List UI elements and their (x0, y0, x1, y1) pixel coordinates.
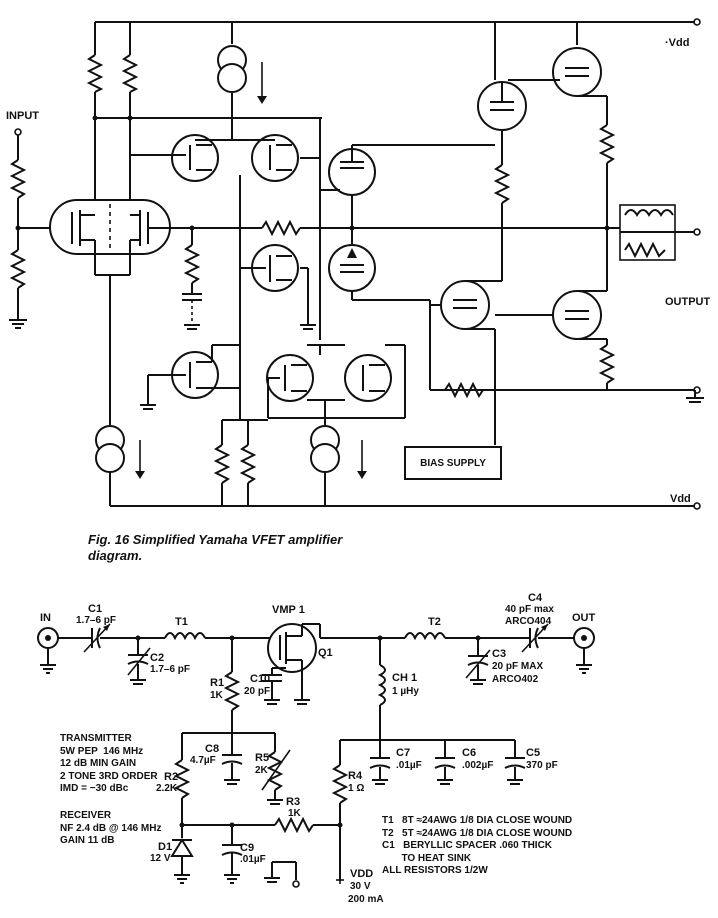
c2-value: 1.7–6 pF (150, 664, 191, 675)
vmp1-label: VMP 1 (272, 604, 305, 616)
c7-label: C7 (396, 747, 411, 759)
c9-value: .01µF (240, 854, 266, 865)
c1-label: C1 (88, 603, 103, 615)
c4-value-2: ARCO404 (505, 616, 552, 627)
t1-label: T1 (175, 616, 188, 628)
r1-value: 1K (210, 690, 223, 701)
d1-label: D1 (158, 841, 173, 853)
r5-label: R5 (255, 752, 270, 764)
component-notes: T1 8T ≈24AWG 1/8 DIA CLOSE WOUND T2 5T ≈… (382, 815, 573, 876)
vdd-top-label: ·Vdd (665, 37, 690, 49)
c8-label: C8 (205, 743, 220, 755)
r1-label: R1 (210, 677, 225, 689)
r2-label: R2 (164, 771, 179, 783)
r2-value: 2.2K (156, 783, 178, 794)
c7-value: .01µF (396, 760, 422, 771)
c4-value-1: 40 pF max (505, 604, 554, 615)
c9-label: C9 (240, 842, 255, 854)
c10-label: C10 (250, 673, 271, 685)
in-label: IN (40, 612, 51, 624)
r3-value: 1K (288, 808, 301, 819)
vdd-label: VDD (350, 868, 374, 880)
vdd-current: 200 mA (348, 894, 384, 905)
vdd-voltage: 30 V (350, 881, 371, 892)
r5-value: 2K (255, 765, 268, 776)
vdd-bottom-label: Vdd (670, 493, 691, 505)
figure-caption-line2: diagram. (88, 548, 143, 563)
r4-label: R4 (348, 770, 363, 782)
c8-value: 4.7µF (190, 755, 216, 766)
q1-label: Q1 (318, 647, 333, 659)
c5-value: 370 pF (526, 760, 558, 771)
d1-value: 12 V (150, 853, 171, 864)
c5-label: C5 (526, 747, 541, 759)
r3-label: R3 (286, 796, 301, 808)
t2-label: T2 (428, 616, 441, 628)
c3-label: C3 (492, 648, 507, 660)
bias-supply-box: BIAS SUPPLY (404, 446, 502, 480)
out-label: OUT (572, 612, 596, 624)
c10-value: 20 pF (244, 686, 271, 697)
c6-label: C6 (462, 747, 477, 759)
receiver-specs: RECEIVER NF 2.4 dB @ 146 MHz GAIN 11 dB (60, 810, 162, 846)
c3-value-2: ARCO402 (492, 674, 539, 685)
c2-label: C2 (150, 652, 165, 664)
output-label: OUTPUT (665, 296, 711, 308)
r4-value: 1 Ω (348, 783, 365, 794)
c1-value: 1.7–6 pF (76, 615, 117, 626)
c4-label: C4 (528, 592, 543, 604)
transmitter-specs: TRANSMITTER 5W PEP 146 MHz 12 dB MIN GAI… (60, 733, 158, 794)
bias-supply-label: BIAS SUPPLY (420, 457, 486, 469)
c6-value: .002µF (462, 760, 494, 771)
ch1-value: 1 µHy (392, 686, 419, 697)
input-label: INPUT (6, 110, 39, 122)
figure-caption-line1: Fig. 16 Simplified Yamaha VFET amplifier (88, 532, 343, 547)
c3-value-1: 20 pF MAX (492, 661, 544, 672)
ch1-label: CH 1 (392, 672, 418, 684)
